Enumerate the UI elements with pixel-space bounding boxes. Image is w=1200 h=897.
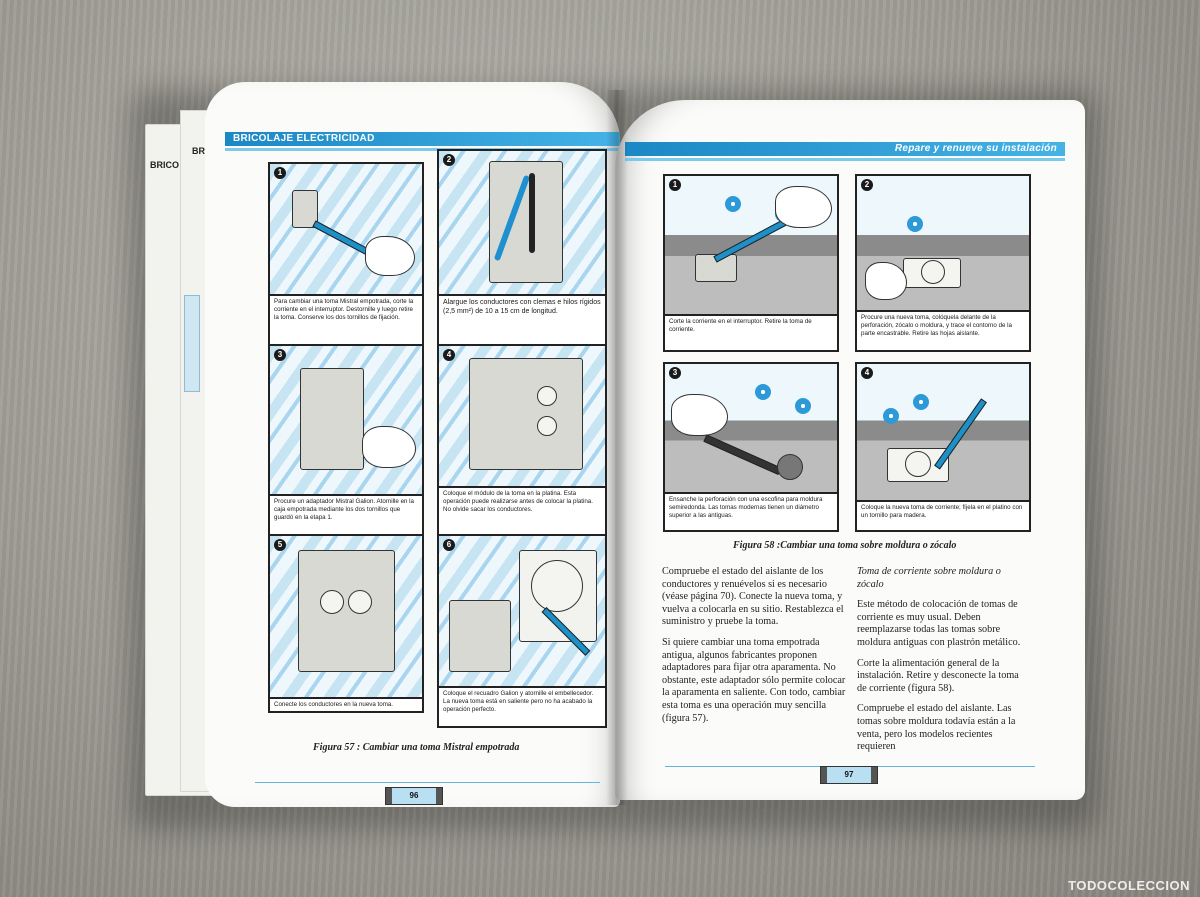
paragraph: Corte la alimentación general de la inst… [857,657,1019,694]
under-page-strip [184,295,200,392]
wire-dark [529,173,535,253]
figure57-panel-4: 4 Coloque el módulo de la toma en la pla… [437,344,607,536]
panel-caption: Coloque el recuadro Galion y atornille e… [439,686,605,726]
figure57-panel-1: 1 Para cambiar una toma Mistral empotrad… [268,162,424,346]
socket-module [449,600,511,672]
hand-icon [365,236,415,276]
figure57-panel-2: 2 Alargue los conductores con clemas e h… [437,149,607,346]
figure57-panel-5: 5 Conecte los conductores en la nueva to… [268,534,424,713]
paragraph: Este método de colocación de tomas de co… [857,599,1021,648]
figure58-panel-4: 4 Coloque la nueva toma de corriente; fí… [855,362,1031,532]
panel-number: 4 [861,367,873,379]
watermark-logo: TODOCOLECCION [1068,878,1190,893]
panel-number: 6 [443,539,455,551]
figure58-panel-1: 1 Corte la corriente en el interruptor. … [663,174,839,352]
panel-number: 2 [861,179,873,191]
adapter-plate [300,368,364,470]
hand-icon [362,426,416,468]
flower-pattern-icon [883,408,899,424]
section-heading: Toma de corriente sobre moldura o zócalo [857,566,1001,590]
panel-caption: Corte la corriente en el interruptor. Re… [665,314,837,350]
figure58-caption: Figura 58 :Cambiar una toma sobre moldur… [733,540,957,551]
right-page-number: 97 [820,766,878,784]
hand-icon [671,394,728,436]
under-page-tab-1: BRICO [150,160,179,170]
left-page: BRICOLAJE ELECTRICIDAD 1 Para cambiar un… [205,82,620,807]
new-socket-face [531,560,583,612]
flower-pattern-icon [913,394,929,410]
figure58-panel-3: 3 Ensanche la perforación con una escofi… [663,362,839,532]
figure58-panel-2: 2 Procure una nueva toma, colóquela dela… [855,174,1031,352]
hand-icon [775,186,832,228]
panel-caption: Coloque el módulo de la toma en la plati… [439,486,605,534]
socket-module [298,550,395,672]
right-header-subline [625,158,1065,161]
panel-number: 1 [274,167,286,179]
flower-pattern-icon [907,216,923,232]
panel-number: 3 [669,367,681,379]
right-column-1: Compruebe el estado del aislante de los … [662,566,847,733]
socket-face [905,451,931,477]
socket-face [921,260,945,284]
panel-number: 1 [669,179,681,191]
socket-terminal [537,386,557,406]
socket-module [469,358,583,470]
paragraph: Si quiere cambiar una toma empotrada ant… [662,636,846,724]
panel-number: 4 [443,349,455,361]
socket-terminal [348,590,372,614]
hand-icon [865,262,907,300]
socket-terminal [537,416,557,436]
panel-number: 2 [443,154,455,166]
book-gutter [606,90,628,805]
flower-pattern-icon [795,398,811,414]
panel-caption: Coloque la nueva toma de corriente; fíje… [857,500,1029,530]
moulding-hole [777,454,803,480]
panel-caption: Conecte los conductores en la nueva toma… [270,697,422,711]
flower-pattern-icon [755,384,771,400]
figure57-panel-6: 6 Coloque el recuadro Galion y atornille… [437,534,607,728]
paragraph: Compruebe el estado del aislante de los … [662,566,844,628]
panel-caption: Alargue los conductores con clemas e hil… [439,294,605,344]
figure57-panel-3: 3 Procure un adaptador Mistral Galion. A… [268,344,424,536]
right-header-band [625,142,1065,156]
left-page-number: 96 [385,787,443,805]
socket-terminal [320,590,344,614]
panel-caption: Para cambiar una toma Mistral empotrada,… [270,294,422,344]
panel-number: 3 [274,349,286,361]
panel-number: 5 [274,539,286,551]
paragraph: Compruebe el estado del aislante. Las to… [857,703,1016,753]
right-column-2: Toma de corriente sobre moldura o zócalo… [857,566,1027,762]
right-page: Repare y renueve su instalación 1 Corte … [615,100,1085,800]
right-header-title: Repare y renueve su instalación [894,143,1057,154]
under-page-tab-2: BR [192,146,205,156]
figure57-caption: Figura 57 : Cambiar una toma Mistral emp… [313,742,520,753]
panel-caption: Ensanche la perforación con una escofina… [665,492,837,530]
panel-caption: Procure un adaptador Mistral Galion. Ato… [270,494,422,534]
left-footer-line [255,782,600,783]
flower-pattern-icon [725,196,741,212]
left-header-band [225,132,620,146]
panel-caption: Procure una nueva toma, colóquela delant… [857,310,1029,350]
left-header-subline [225,148,620,151]
left-header-title: BRICOLAJE ELECTRICIDAD [233,133,375,144]
